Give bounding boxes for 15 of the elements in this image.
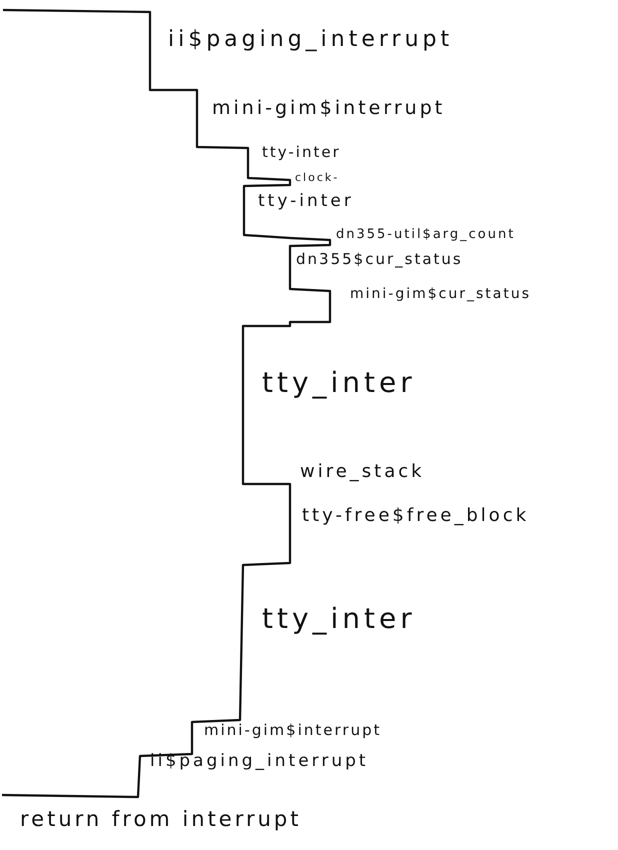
function-name: clock- bbox=[295, 172, 340, 184]
function-name: tty-free$free_block bbox=[302, 506, 530, 526]
function-name: tty-inter bbox=[262, 144, 341, 160]
function-name: tty-inter bbox=[258, 192, 354, 211]
function-name: ii$paging_interrupt bbox=[150, 752, 369, 771]
function-name: mini-gim$cur_status bbox=[350, 287, 532, 302]
function-name: mini-gim$interrupt bbox=[212, 98, 446, 119]
function-name: tty_inter bbox=[262, 368, 416, 399]
function-name: dn355-util$arg_count bbox=[336, 228, 516, 242]
function-name: mini-gim$interrupt bbox=[204, 722, 382, 738]
return-note: return from interrupt bbox=[20, 808, 302, 832]
function-name: dn355$cur_status bbox=[296, 251, 463, 268]
function-name: wire_stack bbox=[300, 462, 425, 482]
function-name: tty_inter bbox=[262, 604, 416, 635]
function-name: ii$paging_interrupt bbox=[168, 28, 454, 52]
